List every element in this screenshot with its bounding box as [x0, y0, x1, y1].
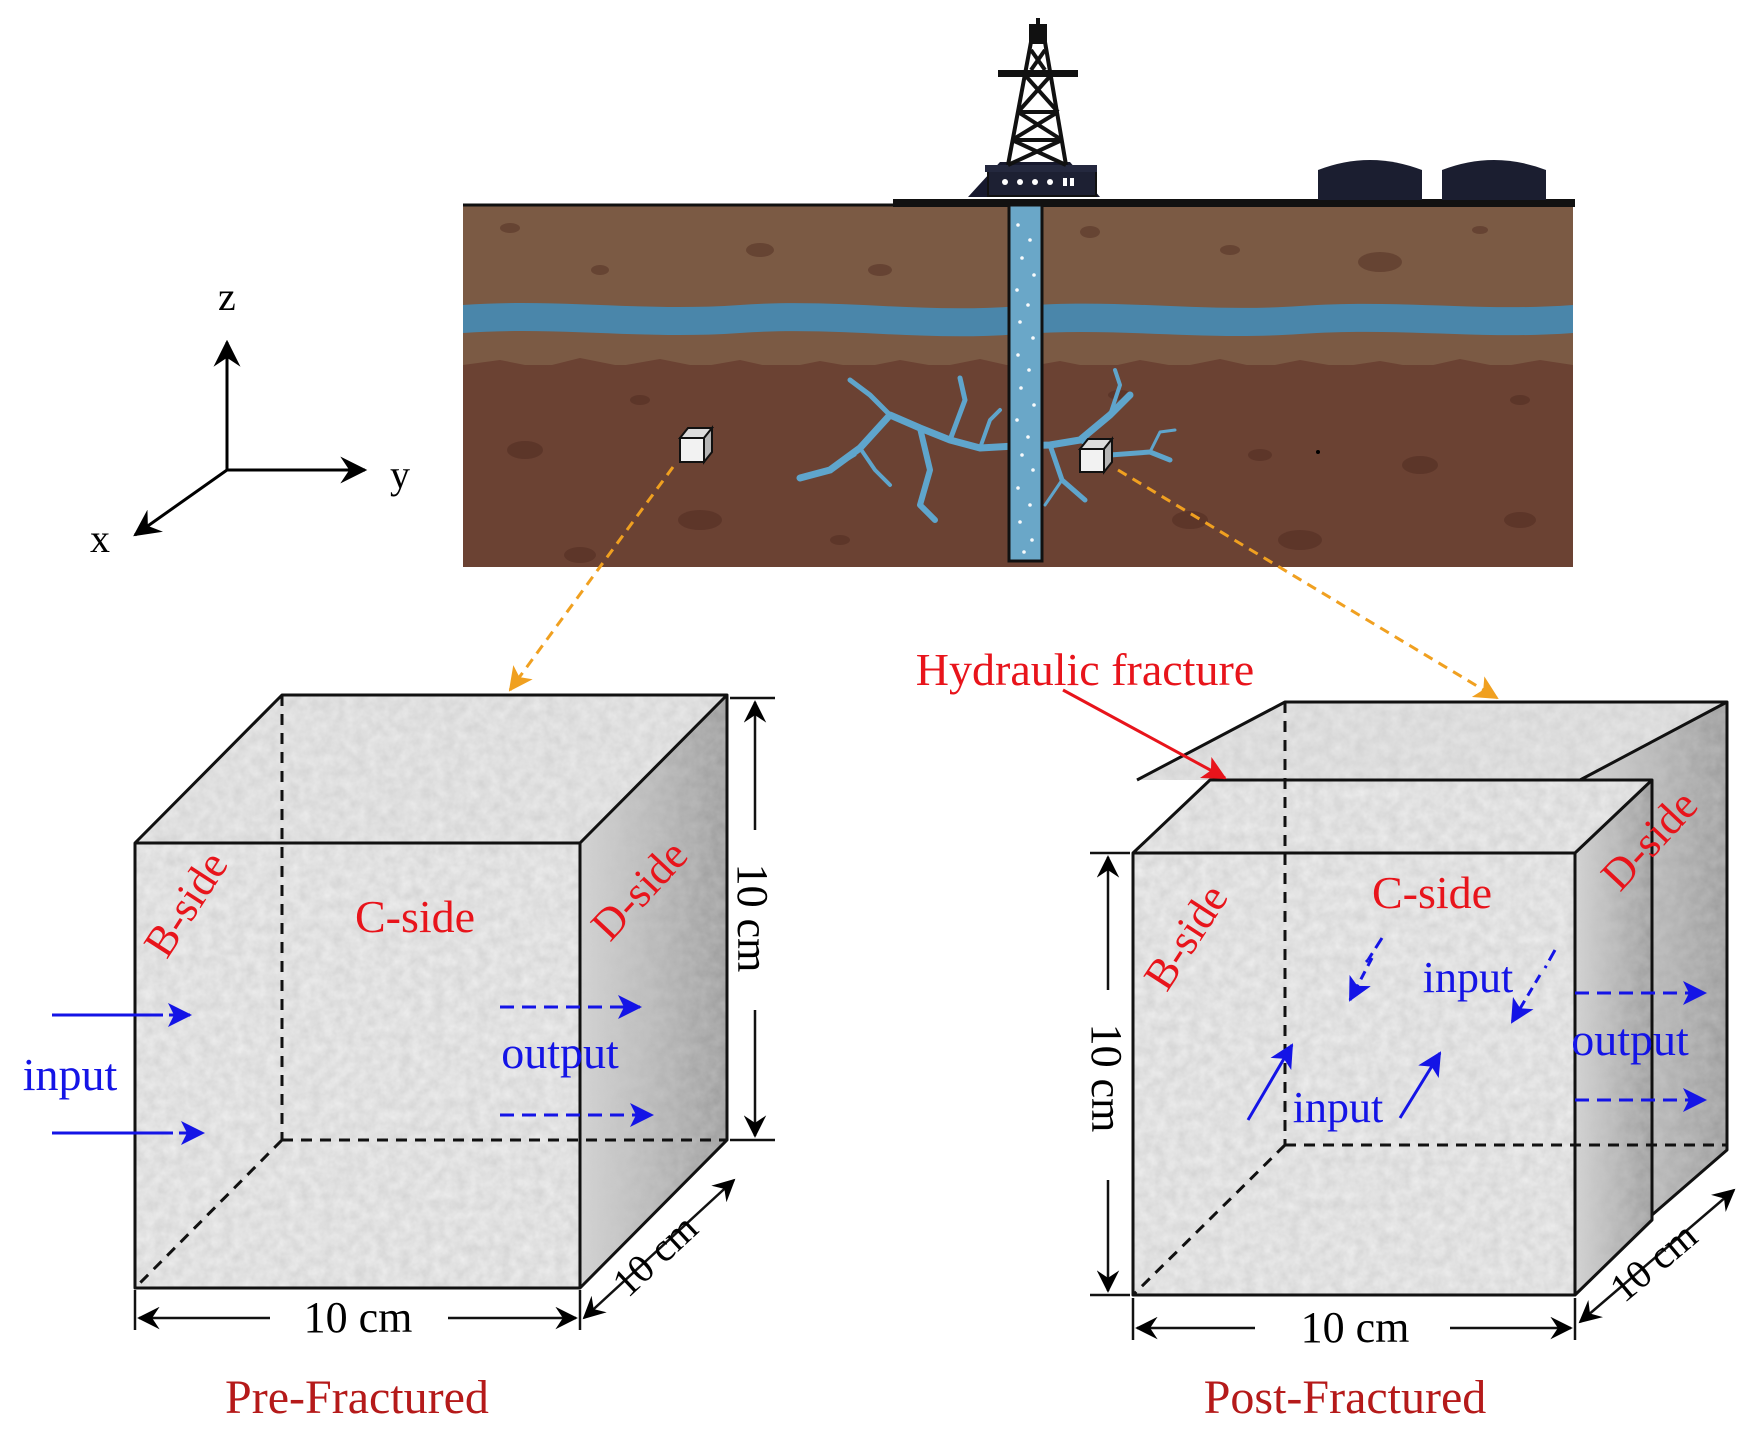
post-fracture-label: Hydraulic fracture: [916, 644, 1254, 695]
post-dim-height-label: 10 cm: [1082, 1024, 1131, 1133]
fracture-network: [796, 368, 1177, 523]
leader-pre: [508, 466, 675, 692]
post-caption: Post-Fractured: [1204, 1371, 1487, 1424]
storage-tanks: [1318, 160, 1546, 200]
pre-input-label: input: [23, 1049, 118, 1100]
coordinate-axes: z y x: [90, 274, 410, 561]
axis-z-label: z: [218, 274, 236, 319]
axis-x-label: x: [90, 516, 110, 561]
pre-dim-width-label: 10 cm: [304, 1293, 413, 1342]
sample-cube-pre: [677, 425, 715, 465]
pre-fractured-cube: 10 cm 10 cm 10 cm B-side C-side D-side i…: [23, 693, 777, 1424]
pre-caption: Pre-Fractured: [225, 1371, 489, 1424]
axis-y-label: y: [390, 452, 410, 497]
post-input-bottom-label: input: [1293, 1083, 1383, 1132]
post-output-label: output: [1571, 1014, 1689, 1065]
post-fractured-cube: 10 cm 10 cm 10 cm Hydraulic fracture B-s…: [916, 644, 1736, 1424]
pre-c-side-label: C-side: [355, 891, 475, 942]
pre-dim-height-label: 10 cm: [728, 864, 777, 973]
drilling-rig: [968, 18, 1100, 197]
wellbore: [1007, 203, 1044, 563]
leader-post: [1117, 468, 1499, 700]
post-dim-width-label: 10 cm: [1301, 1303, 1410, 1352]
post-input-top-label: input: [1423, 953, 1513, 1002]
sample-cube-post: [1077, 436, 1115, 475]
post-c-side-label: C-side: [1372, 867, 1492, 918]
pre-output-label: output: [501, 1027, 619, 1078]
